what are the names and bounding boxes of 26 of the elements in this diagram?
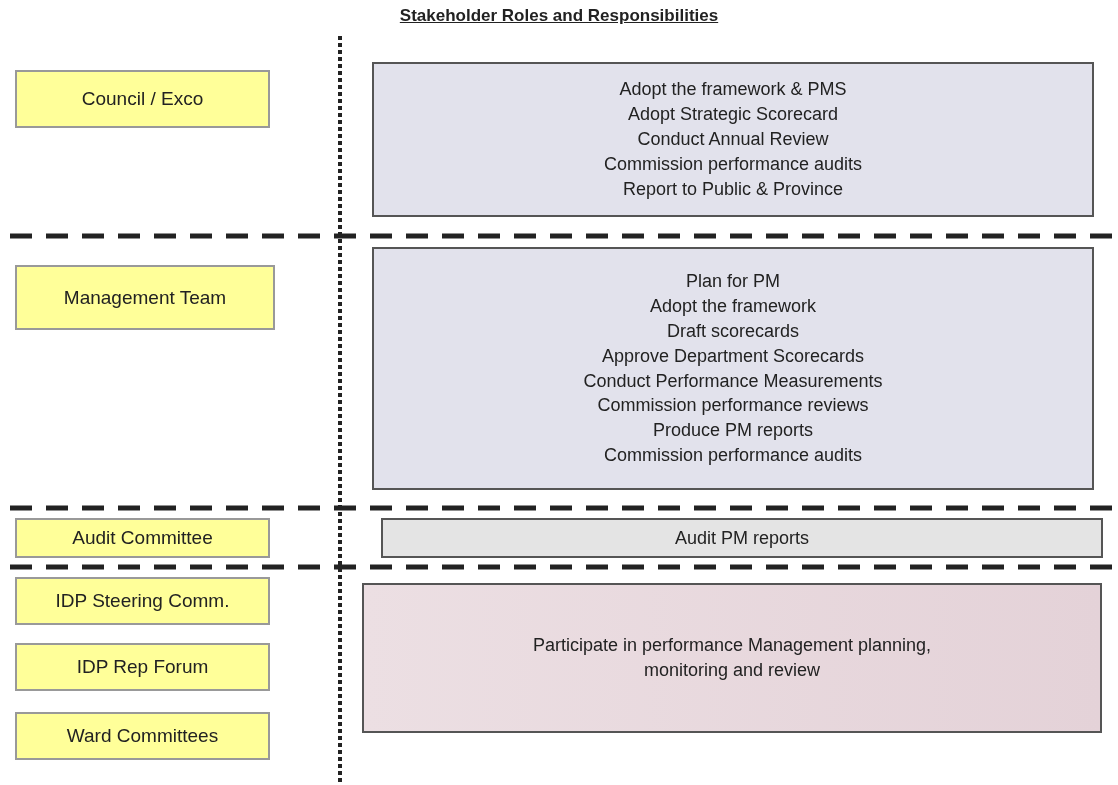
- responsibilities-panel: [362, 583, 1102, 733]
- responsibility-text: Adopt the framework & PMS: [619, 78, 847, 102]
- responsibility-text: Draft scorecards: [666, 319, 799, 343]
- stakeholder-label: Management Team: [15, 265, 275, 330]
- responsibility-text: Adopt the framework: [649, 295, 817, 318]
- responsibility-text: Approve Department Scorecards: [601, 344, 865, 368]
- responsibility-text: Adopt Strategic Scorecard: [627, 103, 839, 127]
- responsibility-text: Conduct Performance Measurements: [583, 369, 883, 393]
- title: Stakeholder Roles and Responsibilities: [398, 6, 720, 26]
- responsibility-text: Commission performance audits: [603, 444, 863, 467]
- responsibilities-panel: [381, 518, 1103, 558]
- responsibility-text: Commission performance audits: [603, 152, 863, 176]
- stakeholder-label: Council / Exco: [15, 70, 270, 128]
- stakeholder-label: IDP Steering Comm.: [15, 577, 270, 625]
- stakeholder-label: Ward Committees: [15, 712, 270, 760]
- responsibility-text: Report to Public & Province: [622, 177, 844, 201]
- responsibility-text: Audit PM reports: [674, 526, 810, 550]
- stakeholder-label: Audit Committee: [15, 518, 270, 558]
- responsibility-text: Participate in performance Management planning, monitoring and review: [532, 634, 932, 682]
- stakeholder-label: IDP Rep Forum: [15, 643, 270, 691]
- responsibility-text: Plan for PM: [685, 270, 780, 294]
- responsibilities-panel: [372, 62, 1094, 217]
- responsibility-text: Conduct Annual Review: [637, 128, 829, 152]
- responsibility-text: Commission performance reviews: [597, 394, 869, 418]
- responsibility-text: Produce PM reports: [652, 419, 814, 443]
- responsibilities-panel: [372, 247, 1094, 490]
